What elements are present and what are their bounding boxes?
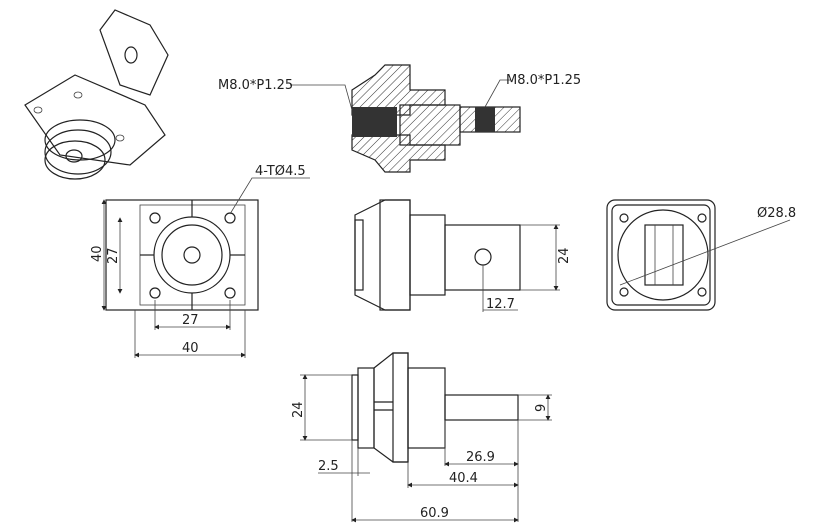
- rear-view: Ø28.8: [606, 199, 796, 311]
- dim-tab-length: 26.9: [466, 450, 495, 465]
- bottom-view: 24 2.5 26.9 40.4 60.9 9: [291, 352, 552, 523]
- dim-tab-thickness: 9: [534, 404, 549, 412]
- dim-width-outer: 40: [182, 341, 199, 356]
- isometric-view: [24, 9, 169, 180]
- dim-flange-offset: 2.5: [318, 459, 339, 474]
- dim-width-inner: 27: [182, 313, 199, 328]
- dim-hole-offset: 12.7: [486, 297, 515, 312]
- dim-body-length: 40.4: [449, 471, 478, 486]
- section-view: M8.0*P1.25 M8.0*P1.25: [218, 64, 581, 173]
- front-view: 4-TØ4.5 40 27 27 40: [90, 164, 310, 358]
- dim-diameter: Ø28.8: [757, 206, 796, 221]
- thread-label-left: M8.0*P1.25: [218, 78, 293, 93]
- dim-bottom-height: 24: [291, 401, 306, 418]
- dim-total-length: 60.9: [420, 506, 449, 521]
- dim-side-height: 24: [557, 247, 572, 264]
- dim-height-inner: 27: [106, 247, 121, 264]
- dim-height-outer: 40: [90, 245, 105, 262]
- side-view: 24 12.7: [354, 199, 572, 312]
- thread-label-right: M8.0*P1.25: [506, 73, 581, 88]
- holes-label: 4-TØ4.5: [255, 164, 306, 179]
